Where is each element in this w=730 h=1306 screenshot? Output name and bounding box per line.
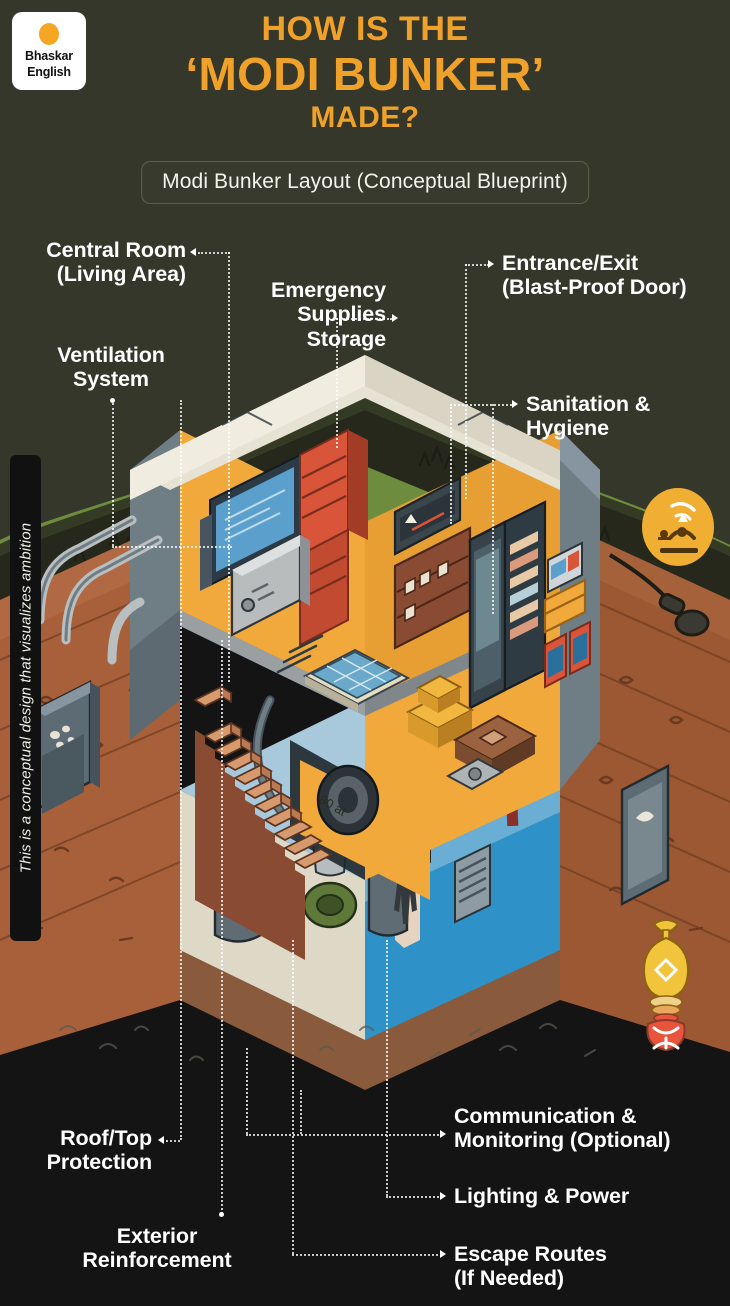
ventilation-fan [316, 764, 380, 836]
label-communication-line1: Communication & [454, 1104, 637, 1128]
label-communication-line2: Monitoring (Optional) [454, 1128, 671, 1153]
label-entrance-exit: Entrance/Exit (Blast-Proof Door) [502, 251, 730, 300]
logo-text-line2: English [27, 64, 71, 79]
wall-display [393, 476, 462, 556]
label-escape-line1: Escape Routes [454, 1242, 607, 1266]
label-sanitation-line2: Hygiene [526, 416, 609, 441]
connector-roof-h [166, 1140, 180, 1142]
label-central-room: Central Room (Living Area) [0, 238, 186, 287]
connector-escape-h [292, 1254, 442, 1256]
connector-ventilation-h [112, 546, 232, 548]
connector-communication-v [246, 1048, 248, 1134]
title-line-1: HOW IS THE [261, 10, 469, 48]
connector-sanitation-v [492, 404, 494, 614]
brand-logo: Bhaskar English [12, 12, 86, 90]
label-entrance-line2: (Blast-Proof Door) [502, 275, 687, 300]
connector-escape-v [292, 940, 294, 1254]
connector-lighting-v [386, 940, 388, 1196]
floor-panel [302, 648, 411, 712]
connector-communication-h [246, 1134, 442, 1136]
label-exterior-line2: Reinforcement [82, 1248, 232, 1273]
floor-hatch [445, 757, 505, 791]
label-roof-protection: Roof/Top Protection [0, 1126, 152, 1175]
label-ventilation-line2: System [73, 367, 149, 392]
label-exterior-reinforcement: Exterior Reinforcement [30, 1224, 284, 1273]
label-lighting-power: Lighting & Power [454, 1184, 730, 1208]
page-title: HOW IS THE ‘MODI BUNKER’ MADE? [0, 10, 730, 135]
connector-sanitation-v2 [450, 404, 452, 524]
connector-communication-v2 [300, 1090, 302, 1134]
connector-sanitation-h [450, 404, 512, 406]
arrow-roof-protection [158, 1136, 164, 1144]
arrow-escape-routes [440, 1250, 446, 1258]
blast-proof-door [468, 520, 507, 710]
cable-decor [608, 553, 710, 637]
arrow-emergency-supplies [392, 314, 398, 322]
connector-exterior-v [221, 640, 223, 1214]
arrow-lighting-power [440, 1192, 446, 1200]
title-line-3: MADE? [310, 101, 420, 135]
logo-text-line1: Bhaskar [25, 49, 73, 63]
connector-central-room-h [198, 252, 230, 254]
conceptual-note-text: This is a conceptual design that visuali… [17, 522, 34, 874]
supply-boxes [405, 674, 475, 748]
hanging-lamp-icon [636, 912, 696, 1052]
connector-lighting-h [386, 1196, 442, 1198]
satellite-antenna-icon [642, 488, 714, 566]
control-panel [503, 500, 547, 692]
connector-entrance-h [465, 264, 489, 266]
subtitle-pill: Modi Bunker Layout (Conceptual Blueprint… [141, 161, 589, 204]
connector-emergency-v [336, 318, 338, 448]
arrow-sanitation [512, 400, 518, 408]
generator-unit [230, 533, 310, 637]
connector-emergency-h [336, 318, 392, 320]
label-emergency-line1: Emergency [270, 278, 386, 302]
label-sanitation-hygiene: Sanitation & Hygiene [526, 392, 730, 441]
wall-cabinets [543, 541, 591, 689]
label-emergency-line3: Storage [306, 326, 386, 351]
conceptual-note-bar: This is a conceptual design that visuali… [10, 455, 41, 941]
connector-ventilation-v [112, 403, 114, 546]
label-roof-line2: Protection [46, 1150, 152, 1175]
label-ventilation-system: Ventilation System [0, 343, 222, 392]
label-emergency-supplies: Emergency Supplies Storage [196, 278, 386, 351]
label-central-room-line1: Central Room [46, 238, 186, 262]
storage-shelves [299, 428, 368, 647]
label-ventilation-line1: Ventilation [57, 343, 165, 367]
connector-entrance-v [465, 264, 467, 499]
label-entrance-line1: Entrance/Exit [502, 251, 639, 275]
connector-central-room-v [228, 252, 230, 682]
label-exterior-line1: Exterior [116, 1224, 198, 1248]
dot-exterior-reinforcement [219, 1212, 224, 1217]
logo-dot-icon [39, 23, 59, 45]
label-emergency-line2: Supplies [297, 302, 386, 327]
escape-hatch-door [620, 764, 670, 906]
label-roof-line1: Roof/Top [60, 1126, 152, 1150]
label-escape-routes: Escape Routes (If Needed) [454, 1242, 730, 1291]
arrow-entrance-exit [488, 260, 494, 268]
label-escape-line2: (If Needed) [454, 1266, 564, 1291]
label-communication-monitoring: Communication & Monitoring (Optional) [454, 1104, 730, 1153]
label-sanitation-line1: Sanitation & [526, 392, 651, 416]
arrow-central-room [190, 248, 196, 256]
label-central-room-line2: (Living Area) [56, 262, 186, 287]
arrow-communication [440, 1130, 446, 1138]
air-filter-unit [33, 680, 100, 814]
title-line-2: ‘MODI BUNKER’ [185, 47, 545, 100]
connector-roof-v [180, 400, 182, 1140]
dot-ventilation [110, 398, 115, 403]
label-lighting-text: Lighting & Power [454, 1184, 630, 1208]
